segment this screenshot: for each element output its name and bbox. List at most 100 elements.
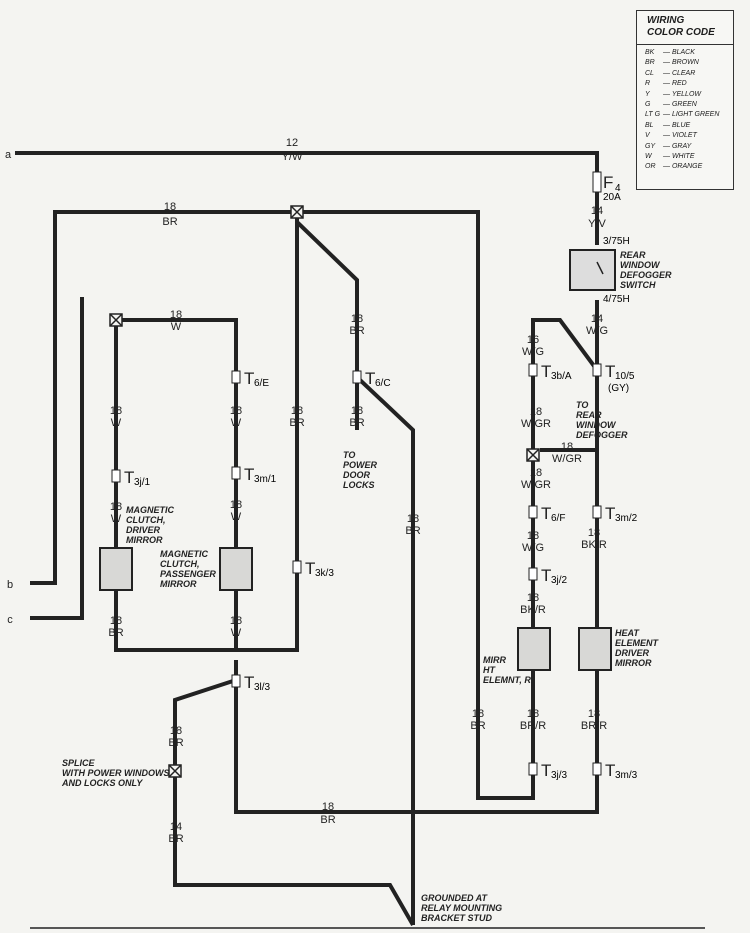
diagram-label: T xyxy=(365,369,375,388)
diagram-label: BR xyxy=(289,417,304,429)
diagram-label: W xyxy=(231,627,242,639)
splice-clutch xyxy=(109,313,123,327)
diagram-label: 18 xyxy=(407,513,419,525)
diagram-label: 18 xyxy=(164,201,176,213)
diagram-label: DRIVER xyxy=(615,648,650,658)
diagram-label: 18 xyxy=(351,405,363,417)
diagram-label: 18 xyxy=(527,530,539,542)
diagram-label: 16 xyxy=(527,334,539,346)
switch-labels: 3/75H 4/75H REAR WINDOW DEFOGGER SWITCH xyxy=(603,236,672,305)
diagram-label: AND LOCKS ONLY xyxy=(61,778,143,788)
diagram-label: W xyxy=(111,513,122,525)
diagram-label: GROUNDED AT xyxy=(421,893,488,903)
diagram-label: BK/R xyxy=(581,539,607,551)
diagram-label: W xyxy=(231,417,242,429)
heat-element-driver xyxy=(578,627,612,671)
color-code: OR xyxy=(645,163,656,171)
splice-points xyxy=(109,205,540,778)
diagram-label: BR/R xyxy=(581,720,607,732)
diagram-label: T xyxy=(541,362,551,381)
diagram-label: W/GR xyxy=(552,453,582,465)
components xyxy=(99,547,612,671)
legend-entry: W— WHITE xyxy=(637,152,733,162)
diagram-label: ELEMNT, R xyxy=(483,675,531,685)
diagram-label: POWER xyxy=(343,460,378,470)
color-name: — WHITE xyxy=(663,153,695,161)
legend-entry: BR— BROWN xyxy=(637,58,733,68)
color-name: — VIOLET xyxy=(663,132,697,140)
diagram-label: 3l/3 xyxy=(254,682,271,693)
diagram-label: MIRROR xyxy=(126,535,163,545)
input-a: a xyxy=(5,149,12,161)
diagram-label: SPLICE xyxy=(62,758,96,768)
diagram-label: DOOR xyxy=(343,470,371,480)
connector-marks xyxy=(111,363,602,776)
diagram-label: LOCKS xyxy=(343,480,375,490)
diagram-label: RELAY MOUNTING xyxy=(421,903,502,913)
legend-entry: LT G— LIGHT GREEN xyxy=(637,110,733,120)
diagram-label: W/G xyxy=(522,346,544,358)
input-b: b xyxy=(7,579,13,591)
diagram-label: ELEMENT xyxy=(615,638,660,648)
splice-top xyxy=(290,205,304,219)
diagram-label: 3m/2 xyxy=(615,513,638,524)
diagram-label: 3k/3 xyxy=(315,568,334,579)
diagram-label: 18 xyxy=(230,405,242,417)
diagram-label: 6/C xyxy=(375,378,391,389)
diagram-label: REAR xyxy=(620,250,646,260)
diagram-label: T xyxy=(605,504,615,523)
diagram-label: 3m/3 xyxy=(615,770,638,781)
rear-window-defogger-switch xyxy=(569,249,616,291)
diagram-label: W xyxy=(111,417,122,429)
diagram-label: 18 xyxy=(527,708,539,720)
diagram-label: REAR xyxy=(576,410,602,420)
color-code: BL xyxy=(645,121,654,129)
diagram-label: WINDOW xyxy=(576,420,617,430)
diagram-label: MAGNETIC xyxy=(160,549,208,559)
diagram-label: 18 xyxy=(351,313,363,325)
diagram-label: W xyxy=(231,511,242,523)
diagram-label: 18 xyxy=(170,309,182,321)
fuse-label: F xyxy=(603,173,613,192)
diagram-label: TO xyxy=(576,400,588,410)
legend-entry: CL— CLEAR xyxy=(637,69,733,79)
diagram-label: W xyxy=(171,321,182,333)
diagram-label: 3/75H xyxy=(603,236,630,247)
color-code: V xyxy=(645,132,650,140)
diagram-label: BR xyxy=(168,737,183,749)
color-name: — RED xyxy=(663,80,687,88)
diagram-label: T xyxy=(605,761,615,780)
legend-entry: V — VIOLET xyxy=(637,131,733,141)
color-name: — CLEAR xyxy=(663,69,696,77)
diagram-label: T xyxy=(541,566,551,585)
diagram-label: W/GR xyxy=(521,479,551,491)
diagram-label: BR xyxy=(162,216,177,228)
diagram-label: 18 xyxy=(322,801,334,813)
diagram-label: 12 xyxy=(286,137,298,149)
diagram-label: BR xyxy=(349,325,364,337)
fuse-f4 xyxy=(592,171,602,193)
legend-entry: R— RED xyxy=(637,79,733,89)
color-name: — LIGHT GREEN xyxy=(663,111,720,119)
diagram-label: T xyxy=(605,362,615,381)
diagram-label: HEAT xyxy=(615,628,640,638)
magnetic-clutch-passenger xyxy=(219,547,253,591)
diagram-label: 6/E xyxy=(254,378,269,389)
diagram-label: W/G xyxy=(522,542,544,554)
color-name: — YELLOW xyxy=(663,90,701,98)
diagram-label: CLUTCH, xyxy=(160,559,200,569)
color-name: — BLACK xyxy=(663,49,695,56)
legend-title: WIRING xyxy=(647,15,685,26)
color-code: LT G xyxy=(645,111,661,119)
diagram-label: 10/5 xyxy=(615,371,635,382)
diagram-label: 14 xyxy=(591,313,603,325)
splice-right xyxy=(526,448,540,462)
color-name: — GRAY xyxy=(663,142,692,150)
color-code: GY xyxy=(645,142,656,150)
wires xyxy=(15,151,705,929)
diagram-label: MIRROR xyxy=(160,579,197,589)
legend-entry: Y— YELLOW xyxy=(637,90,733,100)
